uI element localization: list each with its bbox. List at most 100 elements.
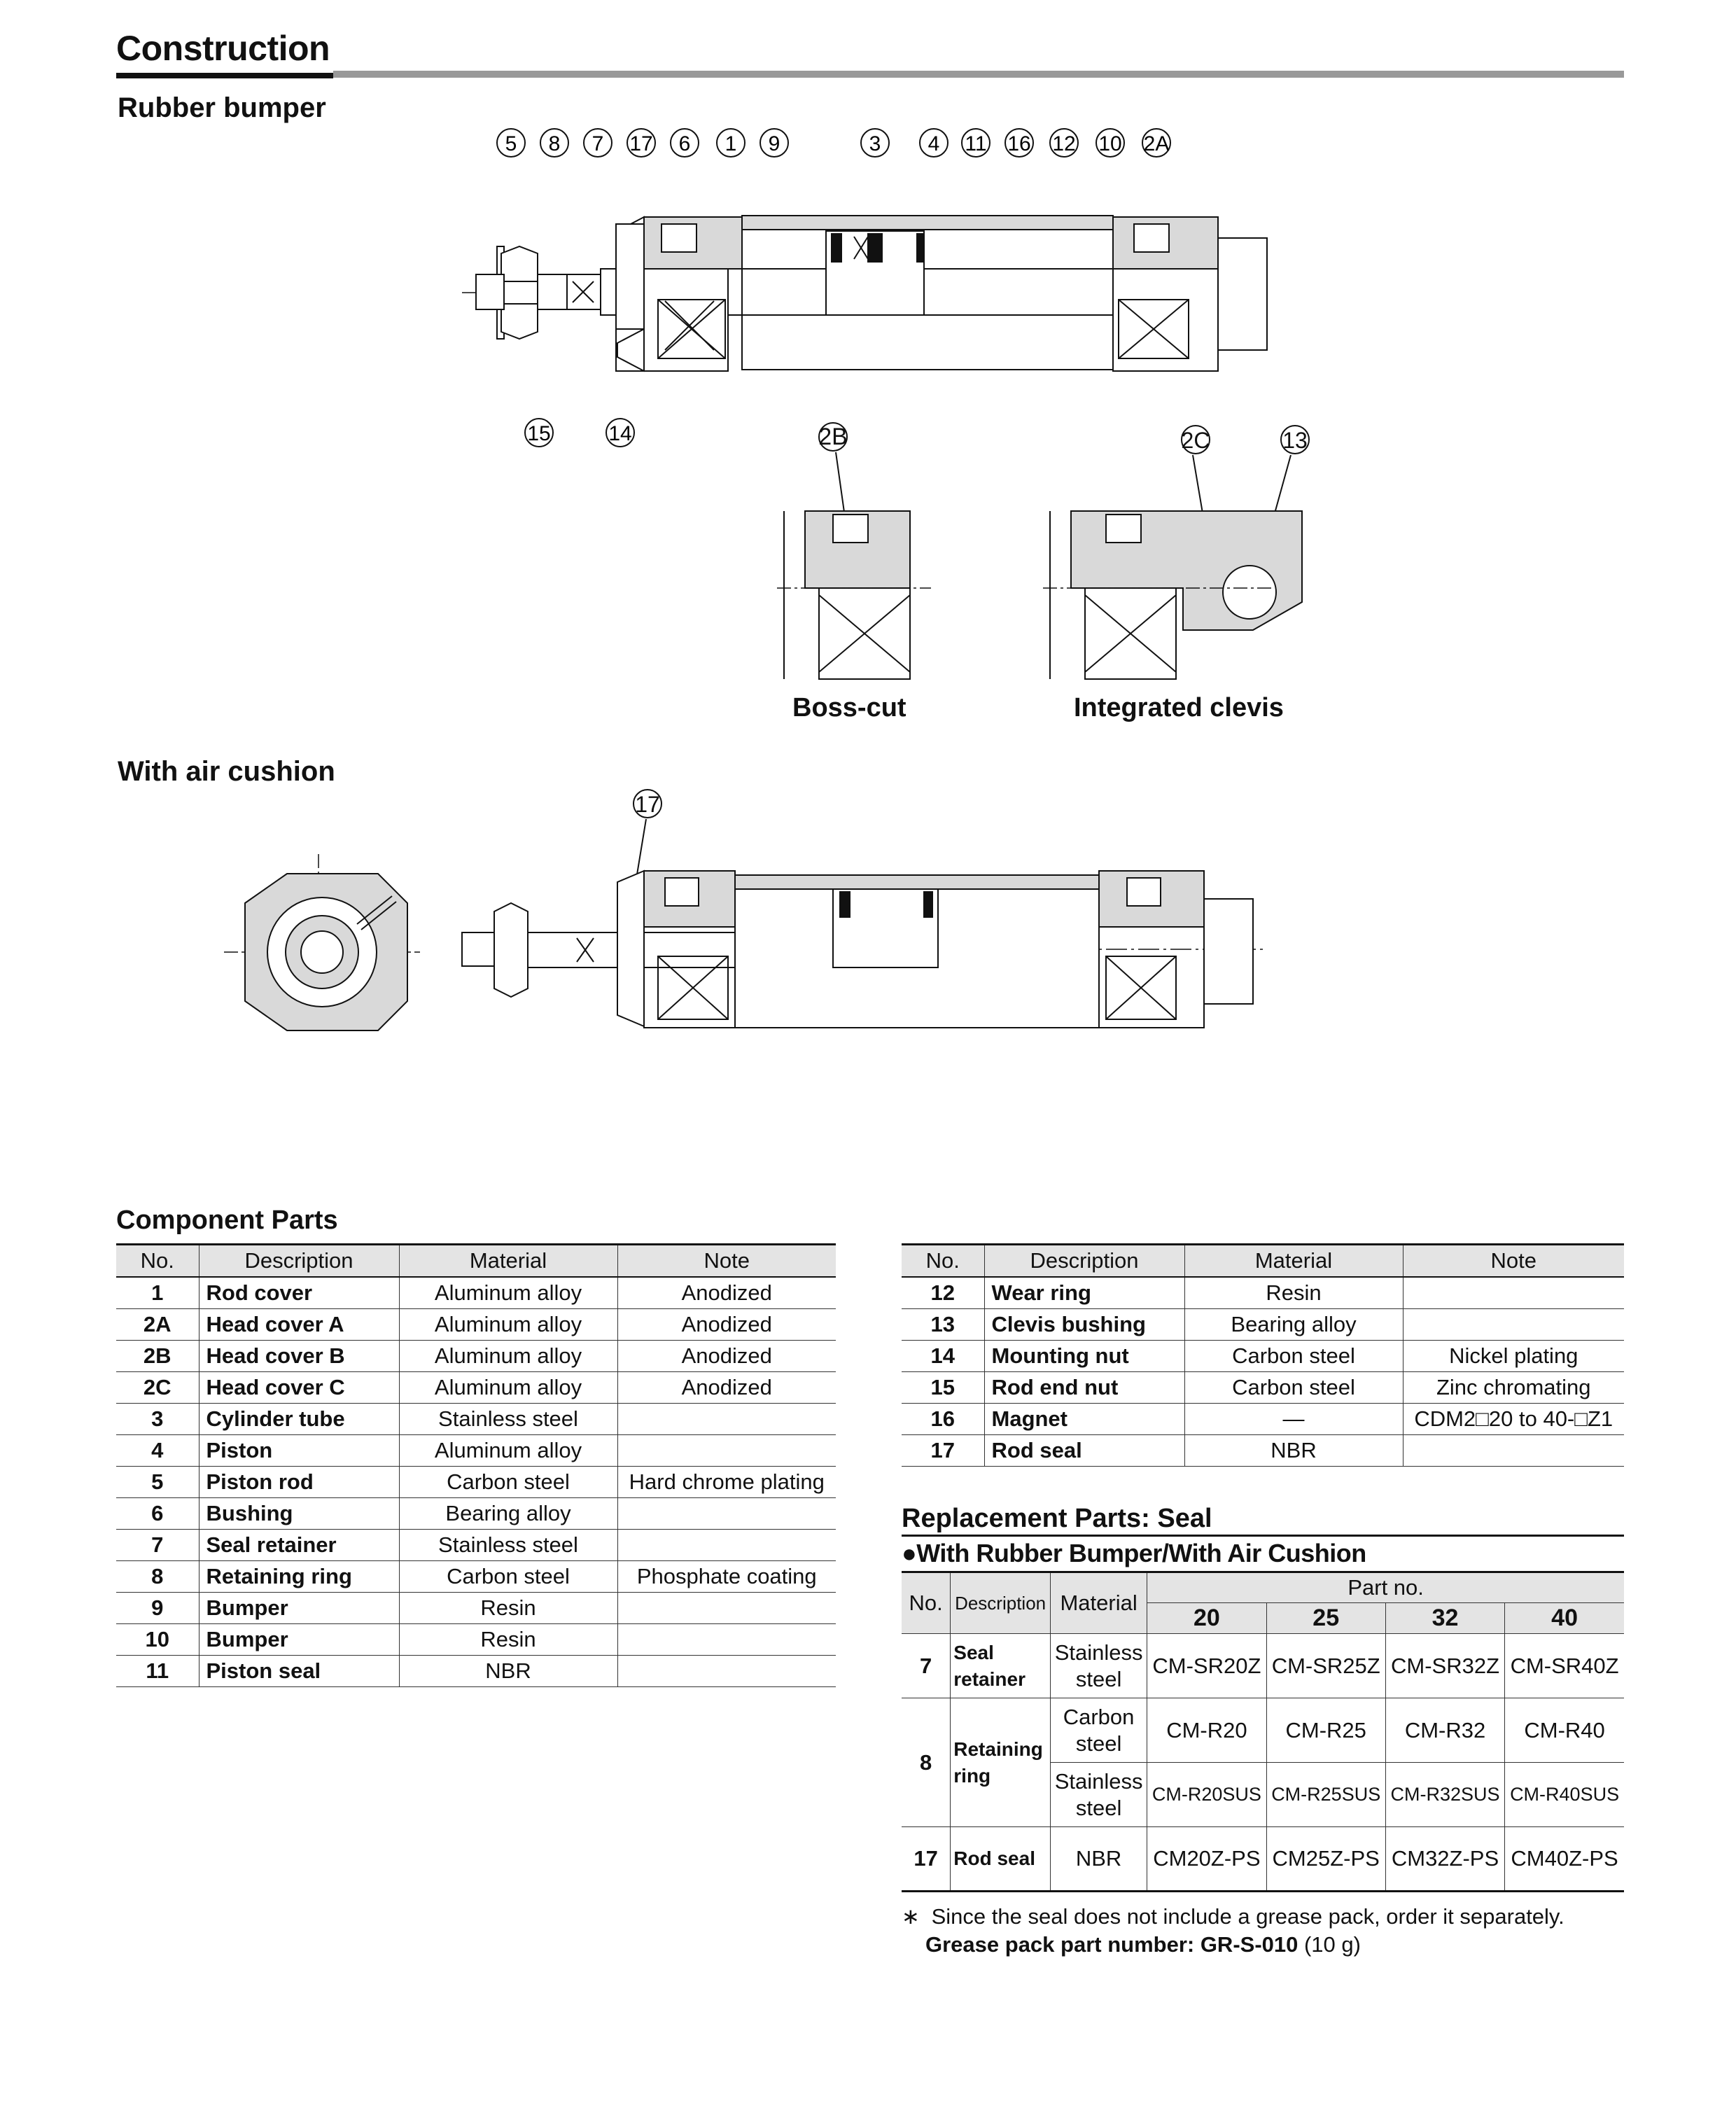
part-note: Nickel plating [1402,1340,1624,1372]
part-note [617,1655,836,1687]
rep-part: CM-R25SUS [1266,1762,1386,1827]
callout-2A: 2A [1144,132,1170,155]
part-material: Aluminum alloy [398,1371,617,1404]
callout-12-circle [1049,128,1079,158]
part-no: 4 [116,1434,199,1467]
title-rule [333,71,1624,78]
grease-quantity: (10 g) [1298,1932,1361,1957]
col-material: Material [1184,1243,1403,1278]
part-note: Anodized [617,1371,836,1404]
part-no: 16 [902,1403,984,1435]
callout-17: 17 [629,132,652,155]
part-no: 6 [116,1497,199,1530]
part-note: Anodized [617,1277,836,1309]
part-no: 5 [116,1466,199,1498]
part-no: 13 [902,1308,984,1341]
part-description: Bushing [198,1497,399,1530]
callout-15: 15 [527,422,550,445]
part-note [617,1434,836,1467]
rep-part: CM-SR40Z [1504,1633,1624,1698]
rep-part: CM-SR32Z [1385,1633,1506,1698]
col-note: Note [617,1243,836,1278]
part-no: 2C [116,1371,199,1404]
part-description: Seal retainer [198,1529,399,1561]
replacement-subtitle: ●With Rubber Bumper/With Air Cushion [902,1539,1366,1567]
part-material: Aluminum alloy [398,1308,617,1341]
callout-17: 17 [635,792,660,817]
part-material: NBR [398,1655,617,1687]
part-description: Clevis bushing [983,1308,1184,1341]
part-material: Carbon steel [398,1560,617,1593]
callout-14: 14 [608,422,631,445]
integrated-clevis-drawing: 2C 13 [1043,425,1310,680]
part-note: Zinc chromating [1402,1371,1624,1404]
part-note [617,1497,836,1530]
part-description: Rod end nut [983,1371,1184,1404]
part-no: 7 [116,1529,199,1561]
part-no: 8 [116,1560,199,1593]
boss-cut-drawing: 2B [777,422,931,680]
callout-8-circle [540,128,569,158]
rubber-bumper-heading: Rubber bumper [118,92,326,123]
rep-col-no: No. [902,1571,951,1634]
rep-part: CM-SR25Z [1266,1633,1386,1698]
part-description: Piston [198,1434,399,1467]
part-no: 10 [116,1623,199,1656]
part-note [617,1623,836,1656]
callout-2C: 2C [1182,428,1210,453]
part-note: CDM2□20 to 40-□Z1 [1402,1403,1624,1435]
part-note: Hard chrome plating [617,1466,836,1498]
part-description: Piston rod [198,1466,399,1498]
integrated-clevis-label: Integrated clevis [1074,693,1284,722]
air-cushion-heading: With air cushion [118,756,335,787]
part-material: — [1184,1403,1403,1435]
part-material: Bearing alloy [398,1497,617,1530]
part-note: Anodized [617,1340,836,1372]
part-note [617,1529,836,1561]
callout-9: 9 [769,132,780,155]
callout-9-circle [760,128,789,158]
callout-8: 8 [549,132,561,155]
boss-cut-label: Boss-cut [792,693,906,722]
rep-part: CM-R32 [1385,1698,1506,1763]
part-material: NBR [1184,1434,1403,1467]
replacement-table: No. Description Material Part no. 20 25 … [902,1571,1624,1892]
grease-part-number: Grease pack part number: GR-S-010 [925,1932,1298,1957]
part-material: Stainless steel [398,1529,617,1561]
callout-7-circle [583,128,612,158]
rep-row-17: 17 Rod seal NBR CM20Z-PS CM25Z-PS CM32Z-… [902,1826,1624,1892]
callout-10-circle [1096,128,1125,158]
air-cushion-drawing: 17 [224,789,1267,1031]
part-material: Carbon steel [1184,1340,1403,1372]
part-note [1402,1277,1624,1309]
part-no: 17 [902,1434,984,1467]
col-description: Description [198,1243,399,1278]
note-mark: ∗ [902,1904,920,1929]
part-description: Magnet [983,1403,1184,1435]
part-no: 14 [902,1340,984,1372]
part-description: Retaining ring [198,1560,399,1593]
part-no: 12 [902,1277,984,1309]
part-material: Aluminum alloy [398,1277,617,1309]
part-description: Head cover C [198,1371,399,1404]
callout-3-circle [860,128,890,158]
rep-col-description: Description [950,1571,1051,1634]
